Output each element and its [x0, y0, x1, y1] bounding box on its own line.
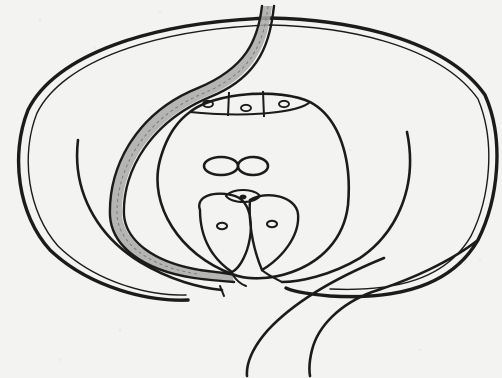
- outer-integument-inner-line: [28, 25, 489, 295]
- antipodal-divider-left: [228, 92, 229, 116]
- stalk-right: [309, 240, 478, 376]
- antipodal-nucleus-2: [241, 105, 251, 111]
- synergid-left-nucleus: [217, 223, 227, 229]
- antipodal-nucleus-3: [279, 101, 289, 107]
- polar-nucleus-right: [238, 157, 268, 175]
- synergid-right: [250, 195, 298, 270]
- embryo-sac: [157, 94, 348, 279]
- synergid-right-nucleus: [267, 221, 277, 227]
- antipodal-divider-right: [263, 91, 264, 117]
- polar-nucleus-left: [204, 157, 238, 175]
- egg-nucleus: [240, 195, 247, 200]
